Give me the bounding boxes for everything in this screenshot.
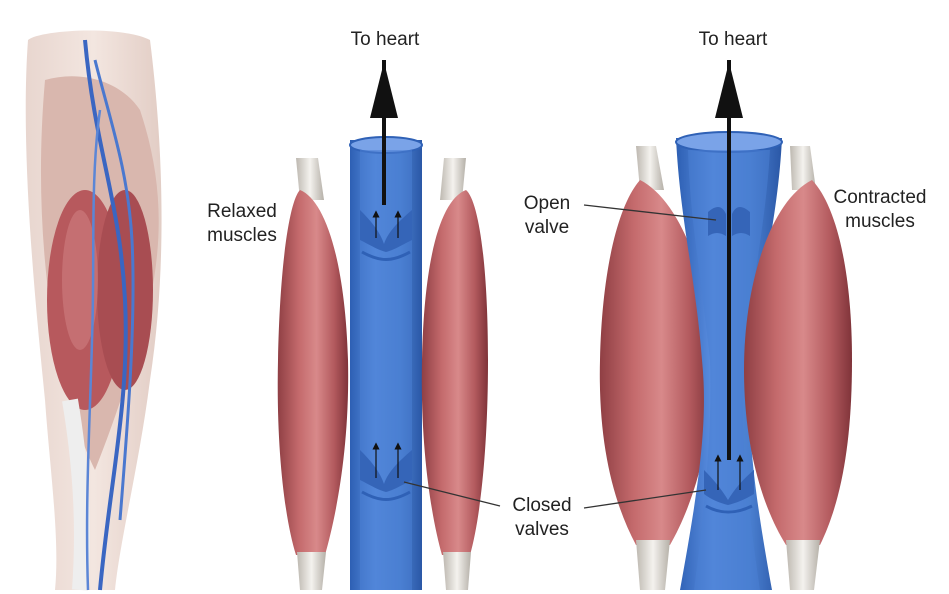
relaxed-muscle-left — [277, 158, 349, 590]
contracted-panel — [583, 60, 852, 590]
relaxed-closed-valve — [360, 450, 412, 492]
contracted-muscles-label-line1: Contracted — [833, 187, 927, 208]
contracted-muscles-label-line2: muscles — [845, 211, 915, 232]
open-valve — [708, 206, 726, 236]
open-valve-label-line1: Open — [523, 193, 571, 214]
leg-illustration — [25, 30, 162, 591]
open-valve-label-line2: valve — [524, 217, 570, 238]
closed-valves-leader-left — [403, 481, 501, 507]
leg-vein-branch — [93, 59, 135, 521]
closed-valves-leader-right — [583, 489, 707, 509]
open-valve-leader — [583, 204, 717, 221]
contracted-closed-valve — [704, 470, 754, 505]
closed-valves-label-line1: Closed — [512, 495, 572, 516]
relaxed-muscle-right — [421, 158, 488, 590]
contracted-muscle-right — [744, 146, 852, 590]
achilles-tendon — [62, 398, 90, 591]
relaxed-to-heart-label: To heart — [350, 29, 420, 50]
relaxed-vein — [349, 136, 423, 590]
contracted-to-heart-label: To heart — [698, 29, 768, 50]
closed-valves-label-line2: valves — [515, 519, 569, 540]
relaxed-muscles-label-line2: muscles — [207, 225, 277, 246]
contracted-muscle-left — [599, 146, 712, 590]
relaxed-muscles-label-line1: Relaxed — [207, 201, 277, 222]
relaxed-panel — [277, 60, 501, 590]
